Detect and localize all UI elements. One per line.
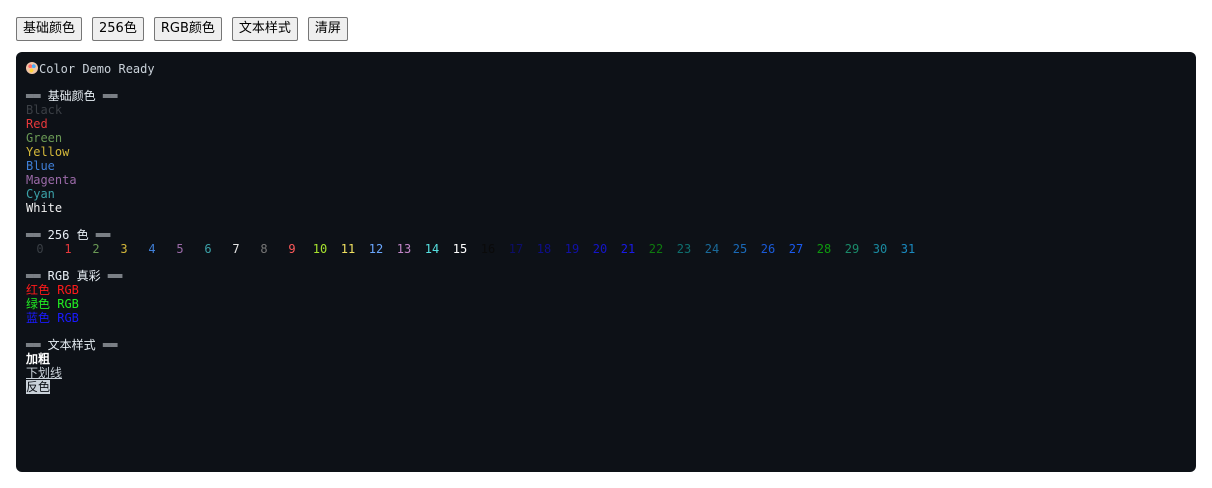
text-styles-header: ══ 文本样式 ══ bbox=[26, 338, 118, 352]
color-256-swatch: 2 bbox=[92, 242, 100, 256]
bold-text-sample: 加粗 bbox=[26, 352, 51, 366]
rgb-color-line: 绿色 RGB bbox=[26, 297, 79, 311]
color-256-swatch: 16 bbox=[480, 242, 496, 256]
color-256-swatch: 25 bbox=[732, 242, 748, 256]
color-256-swatch: 23 bbox=[676, 242, 692, 256]
color-256-swatch: 27 bbox=[788, 242, 804, 256]
color-256-swatch: 31 bbox=[900, 242, 916, 256]
color-256-swatch: 22 bbox=[648, 242, 664, 256]
color-256-swatch: 11 bbox=[340, 242, 356, 256]
basic-color-line: Red bbox=[26, 117, 48, 131]
color-256-swatch: 15 bbox=[452, 242, 468, 256]
basic-color-line: White bbox=[26, 201, 63, 215]
rgb-colors-button[interactable]: RGB颜色 bbox=[153, 17, 222, 41]
basic-color-line: Magenta bbox=[26, 173, 77, 187]
text-styles-button[interactable]: 文本样式 bbox=[231, 17, 298, 41]
color-256-swatch: 14 bbox=[424, 242, 440, 256]
basic-color-line: Green bbox=[26, 131, 63, 145]
underline-text-sample: 下划线 bbox=[26, 366, 63, 380]
color-256-swatch: 18 bbox=[536, 242, 552, 256]
basic-color-line: Black bbox=[26, 103, 63, 117]
clear-screen-button[interactable]: 清屏 bbox=[307, 17, 348, 41]
color-256-swatch: 5 bbox=[176, 242, 184, 256]
color-256-swatch: 3 bbox=[120, 242, 128, 256]
colors-256-header: ══ 256 色 ══ bbox=[26, 228, 111, 242]
color-256-swatch: 30 bbox=[872, 242, 888, 256]
color-256-swatch: 29 bbox=[844, 242, 860, 256]
color-256-swatch: 4 bbox=[148, 242, 156, 256]
color-256-swatch: 1 bbox=[64, 242, 72, 256]
colors-256-button[interactable]: 256色 bbox=[92, 17, 144, 41]
color-256-swatch: 10 bbox=[312, 242, 328, 256]
toolbar: 基础颜色 256色 RGB颜色 文本样式 清屏 bbox=[16, 17, 348, 41]
color-256-swatch: 17 bbox=[508, 242, 524, 256]
color-256-swatch: 0 bbox=[36, 242, 44, 256]
color-256-swatch: 19 bbox=[564, 242, 580, 256]
color-256-swatch: 12 bbox=[368, 242, 384, 256]
color-256-swatch: 8 bbox=[260, 242, 268, 256]
rgb-color-line: 蓝色 RGB bbox=[26, 311, 79, 325]
color-256-swatch: 26 bbox=[760, 242, 776, 256]
basic-colors-button[interactable]: 基础颜色 bbox=[16, 17, 83, 41]
color-256-swatch: 9 bbox=[288, 242, 296, 256]
color-256-swatch: 24 bbox=[704, 242, 720, 256]
rgb-color-line: 红色 RGB bbox=[26, 283, 79, 297]
inverse-text-sample: 反色 bbox=[26, 380, 51, 394]
color-256-swatch: 20 bbox=[592, 242, 608, 256]
ready-line: Color Demo Ready bbox=[26, 62, 1186, 76]
color-256-swatch: 21 bbox=[620, 242, 636, 256]
palette-icon bbox=[26, 62, 38, 74]
ready-text: Color Demo Ready bbox=[39, 62, 155, 76]
basic-color-line: Blue bbox=[26, 159, 55, 173]
rgb-header: ══ RGB 真彩 ══ bbox=[26, 269, 123, 283]
basic-colors-header: ══ 基础颜色 ══ bbox=[26, 89, 118, 103]
color-256-swatch: 28 bbox=[816, 242, 832, 256]
basic-color-line: Cyan bbox=[26, 187, 55, 201]
color-256-swatch: 6 bbox=[204, 242, 212, 256]
color-256-swatch: 13 bbox=[396, 242, 412, 256]
basic-color-line: Yellow bbox=[26, 145, 70, 159]
color-256-swatch: 7 bbox=[232, 242, 240, 256]
